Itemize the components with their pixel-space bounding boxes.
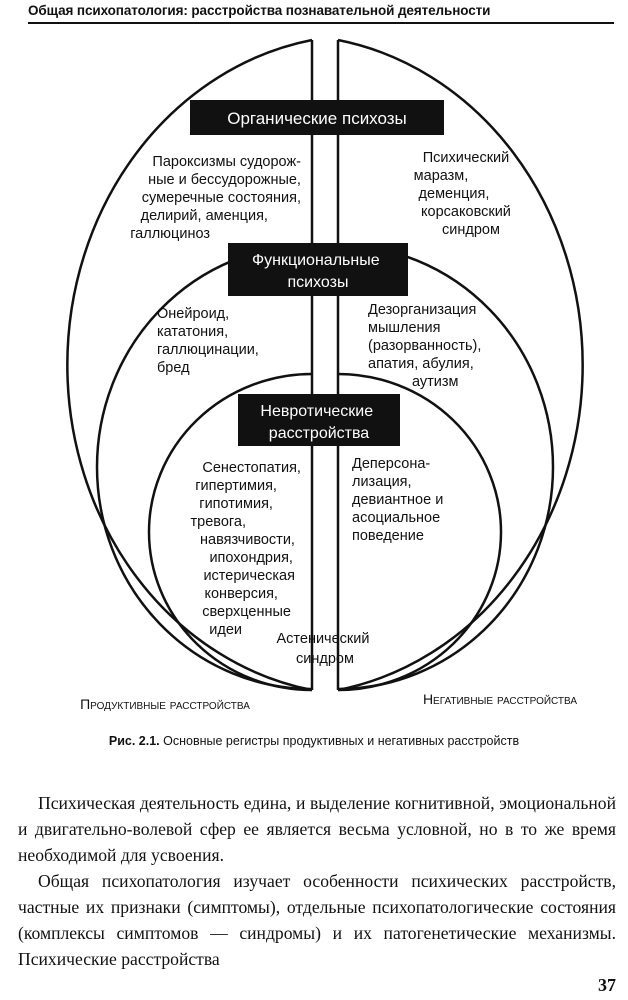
functional-psychoses-box	[228, 243, 408, 296]
outer-ring-right	[337, 38, 584, 692]
outer-ring-left	[66, 38, 313, 692]
organic-productive-list: Пароксизмы судорож- ные и бессудорожные,…	[130, 154, 305, 242]
inner-ring-right	[337, 372, 503, 692]
neurotic-negative-list: Деперсона- лизация, девиантное и асоциал…	[352, 456, 447, 544]
registers-diagram: Органические психозы Функциональные псих…	[66, 38, 584, 712]
functional-productive-list: Онейроид, кататония, галлюцинации, бред	[157, 306, 263, 376]
figure-caption-label: Рис. 2.1.	[108, 734, 160, 748]
neurotic-disorders-box	[238, 394, 400, 446]
productive-disorders-label: Продуктивные расстройства	[80, 696, 250, 712]
inner-ring-left	[147, 372, 313, 692]
neurotic-productive-list: Сенестопатия, гипертимия, гипотимия, тре…	[191, 460, 305, 638]
middle-ring-left	[95, 243, 313, 691]
running-head: Общая психопатология: расстройства позна…	[28, 2, 614, 24]
functional-negative-list: Дезорганизация мышления (разорванность),…	[368, 302, 485, 390]
organic-negative-list: Психический маразм, деменция, корсаковск…	[414, 150, 515, 238]
figure-caption-text: Основные регистры продуктивных и негатив…	[159, 734, 520, 748]
figure-caption: Рис. 2.1. Основные регистры продуктивных…	[0, 733, 628, 749]
negative-disorders-label: Негативные расстройства	[423, 691, 577, 707]
page-number: 37	[598, 975, 616, 995]
asthenic-syndrome-label: Астенический синдром	[276, 631, 373, 667]
body-text: Психическая деятельность едина, и выделе…	[18, 790, 616, 972]
functional-psychoses-title: Функциональные психозы	[252, 252, 384, 291]
paragraph-2: Общая психопатология изучает особенности…	[18, 871, 616, 969]
paragraph-1: Психическая деятельность едина, и выделе…	[18, 793, 616, 865]
organic-psychoses-box	[190, 100, 444, 135]
organic-psychoses-title: Органические психозы	[227, 109, 407, 128]
neurotic-disorders-title: Невротические расстройства	[260, 403, 377, 442]
middle-ring-right	[337, 243, 555, 691]
